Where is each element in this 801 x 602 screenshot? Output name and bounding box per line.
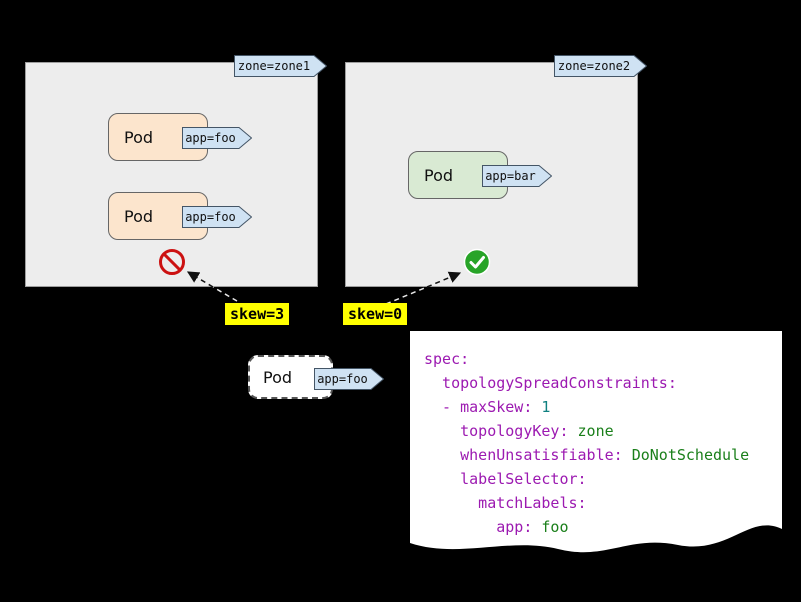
pod-name: Pod xyxy=(124,206,154,226)
check-icon xyxy=(463,248,491,276)
yaml-code: spec: topologySpreadConstraints: - maxSk… xyxy=(410,331,782,539)
pod-name: Pod xyxy=(263,367,293,387)
pod-tag-label: app=foo xyxy=(185,210,236,224)
incoming-pod-tag-flag: app=foo xyxy=(314,368,384,390)
pod-zone1-a: Pod app=foo xyxy=(108,113,252,161)
zone2-box: zone=zone2 Pod app=bar xyxy=(345,55,647,287)
pod-zone1-a-tag-flag: app=foo xyxy=(182,127,252,149)
no-entry-icon xyxy=(159,249,185,275)
flag-shape xyxy=(482,165,552,187)
flag-shape xyxy=(182,206,252,228)
flag-shape xyxy=(234,55,327,77)
code-line-3: - maxSkew: 1 xyxy=(424,398,551,416)
pod-name: Pod xyxy=(124,127,154,147)
zone2-label: zone=zone2 xyxy=(557,59,631,73)
code-line-7: matchLabels: xyxy=(424,494,587,512)
pod-zone2-a-tag-flag: app=bar xyxy=(482,165,552,187)
zone1-label-flag: zone=zone1 xyxy=(234,55,327,77)
incoming-pod: Pod app=foo xyxy=(248,355,384,399)
code-line-6: labelSelector: xyxy=(424,470,587,488)
pod-zone1-b: Pod app=foo xyxy=(108,192,252,240)
pod-zone1-b-tag-flag: app=foo xyxy=(182,206,252,228)
flag-shape xyxy=(554,55,647,77)
deny-arrow-tail xyxy=(212,286,238,302)
yaml-spec-panel: spec: topologySpreadConstraints: - maxSk… xyxy=(410,331,782,571)
code-line-1: spec: xyxy=(424,350,470,368)
allow-arrow-tail xyxy=(385,286,428,305)
pod-zone2-a: Pod app=bar xyxy=(408,151,552,199)
pod-tag-label: app=bar xyxy=(485,169,536,183)
flag-shape xyxy=(182,127,252,149)
skew-zone2-label: skew=0 xyxy=(343,303,408,325)
zone1-label: zone=zone1 xyxy=(237,59,311,73)
pod-name: Pod xyxy=(424,165,454,185)
code-line-4: topologyKey: zone xyxy=(424,422,614,440)
skew-zone1-label: skew=3 xyxy=(225,303,290,325)
flag-shape xyxy=(314,368,384,390)
code-line-2: topologySpreadConstraints: xyxy=(424,374,677,392)
code-line-8: app: foo xyxy=(424,518,569,536)
code-line-5: whenUnsatisfiable: DoNotSchedule xyxy=(424,446,750,464)
paper-background xyxy=(410,331,782,553)
pod-tag-label: app=foo xyxy=(185,131,236,145)
pod-tag-label: app=foo xyxy=(317,372,368,386)
zone2-label-flag: zone=zone2 xyxy=(554,55,647,77)
zone1-box: zone=zone1 Pod app=foo Pod app=foo xyxy=(25,55,327,287)
